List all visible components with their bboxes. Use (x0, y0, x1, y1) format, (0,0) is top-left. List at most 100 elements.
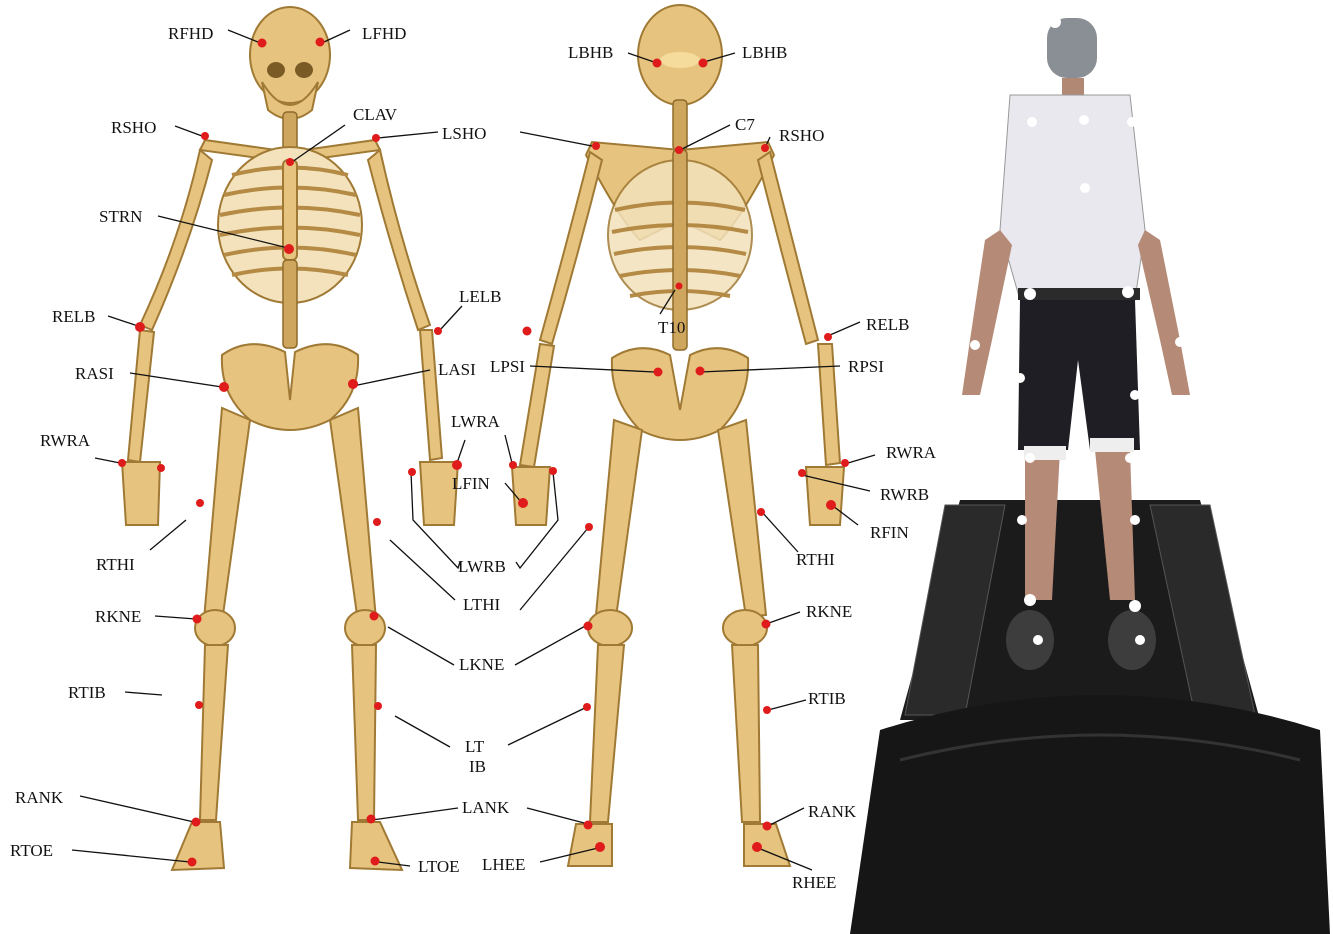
marker-dot-lkne (370, 612, 379, 621)
front-right-femur (204, 408, 250, 622)
label-rwra: RWRA (40, 431, 91, 450)
label-back-t10: T10 (658, 318, 685, 337)
label-lank: LANK (462, 798, 510, 817)
label-rkne: RKNE (95, 607, 141, 626)
front-lumbar-spine (283, 260, 297, 348)
marker-dot-lasi (348, 379, 358, 389)
label-rasi: RASI (75, 364, 114, 383)
label-ltib-line1: LT (465, 737, 485, 756)
marker-dot-rfhd (258, 39, 267, 48)
back-left-tibia (732, 645, 760, 822)
marker-dot-strn (284, 244, 294, 254)
label-rank: RANK (15, 788, 64, 807)
back-right-heel (568, 824, 612, 866)
subject-left-arm (1138, 230, 1190, 395)
label-ltib-line2: IB (469, 757, 486, 776)
marker-dot-lthi (373, 518, 381, 526)
back-left-humerus (758, 152, 818, 344)
label-rfhd: RFHD (168, 24, 213, 43)
marker-dot-back-rkne (762, 620, 771, 629)
label-lwra: LWRA (451, 412, 501, 431)
label-lasi: LASI (438, 360, 476, 379)
front-right-tibia (200, 645, 228, 820)
label-back-lhee: LHEE (482, 855, 525, 874)
label-back-rsho: RSHO (779, 126, 824, 145)
label-back-rwra: RWRA (886, 443, 937, 462)
back-right-humerus (540, 152, 602, 344)
label-lsho: LSHO (442, 124, 486, 143)
label-rthi: RTHI (96, 555, 135, 574)
marker-dot-clav (286, 158, 294, 166)
subject-photo (850, 16, 1330, 934)
marker-dot-lfin (518, 498, 528, 508)
label-lkne: LKNE (459, 655, 504, 674)
marker-dot-back-lwra (509, 461, 517, 469)
marker-dot-back-relb (824, 333, 832, 341)
marker-dot-lwra (452, 460, 462, 470)
front-eye-socket (267, 62, 285, 78)
label-back-relb: RELB (866, 315, 909, 334)
label-back-rfin: RFIN (870, 523, 909, 542)
front-eye-socket (295, 62, 313, 78)
label-relb: RELB (52, 307, 95, 326)
marker-dot-lelb (434, 327, 442, 335)
marker-dot-rkne (193, 615, 202, 624)
back-right-knee (588, 610, 632, 646)
front-right-foot (172, 822, 224, 870)
marker-dot-lsho (372, 134, 380, 142)
marker-dot-lbhb (653, 59, 662, 68)
label-lelb: LELB (459, 287, 502, 306)
marker-dot-back-lthi (585, 523, 593, 531)
back-left-forearm (818, 344, 840, 465)
marker-dot-back-rwra (841, 459, 849, 467)
label-back-c7: C7 (735, 115, 755, 134)
back-skull-highlight (660, 52, 700, 68)
marker-dot-rsho (201, 132, 209, 140)
marker-dot-back-lwrb (549, 467, 557, 475)
front-left-femur (330, 408, 376, 622)
subject-shorts (1018, 300, 1140, 450)
back-right-tibia (590, 645, 624, 822)
marker-dot-back-rtib (763, 706, 771, 714)
label-back-rhee: RHEE (792, 873, 836, 892)
marker-dot-back-rank (763, 822, 772, 831)
marker-dot-t10 (676, 283, 683, 290)
label-strn: STRN (99, 207, 142, 226)
back-left-femur (718, 420, 766, 617)
label-back-rpsi: RPSI (848, 357, 884, 376)
back-right-forearm (520, 344, 554, 467)
marker-dot-back-rthi (757, 508, 765, 516)
front-skeleton (122, 7, 458, 870)
marker-dot-back-lelb (523, 327, 532, 336)
marker-dot-back-lkne (584, 622, 593, 631)
label-ltoe: LTOE (418, 857, 460, 876)
marker-dot-lwrb (408, 468, 416, 476)
label-back-rwrb: RWRB (880, 485, 929, 504)
label-lfhd: LFHD (362, 24, 406, 43)
label-lwrb: LWRB (458, 557, 506, 576)
front-left-hand (420, 462, 458, 525)
marker-dot-rthi (196, 499, 204, 507)
marker-dot-rasi (219, 382, 229, 392)
marker-dot-lfhd (316, 38, 325, 47)
marker-dot-lank (367, 815, 376, 824)
label-rtoe: RTOE (10, 841, 53, 860)
marker-dot-back-ltib (583, 703, 591, 711)
subject-right-shoe (1006, 610, 1054, 670)
label-back-rkne: RKNE (806, 602, 852, 621)
subject-shirt (1000, 95, 1145, 300)
front-left-forearm (420, 330, 442, 460)
label-back-lbhb: LBHB (568, 43, 613, 62)
label-clav: CLAV (353, 105, 398, 124)
marker-dot-rwra (118, 459, 126, 467)
label-back-rank: RANK (808, 802, 857, 821)
marker-dot-rank (192, 818, 201, 827)
marker-dot-rtoe (188, 858, 197, 867)
front-right-forearm (128, 330, 154, 462)
marker-dot-back-rwrb (798, 469, 806, 477)
treadmill-motor-cover (850, 695, 1330, 934)
back-cervical-spine (673, 100, 687, 150)
front-right-hand (122, 462, 160, 525)
back-right-hand (512, 467, 550, 525)
front-right-knee (195, 610, 235, 646)
